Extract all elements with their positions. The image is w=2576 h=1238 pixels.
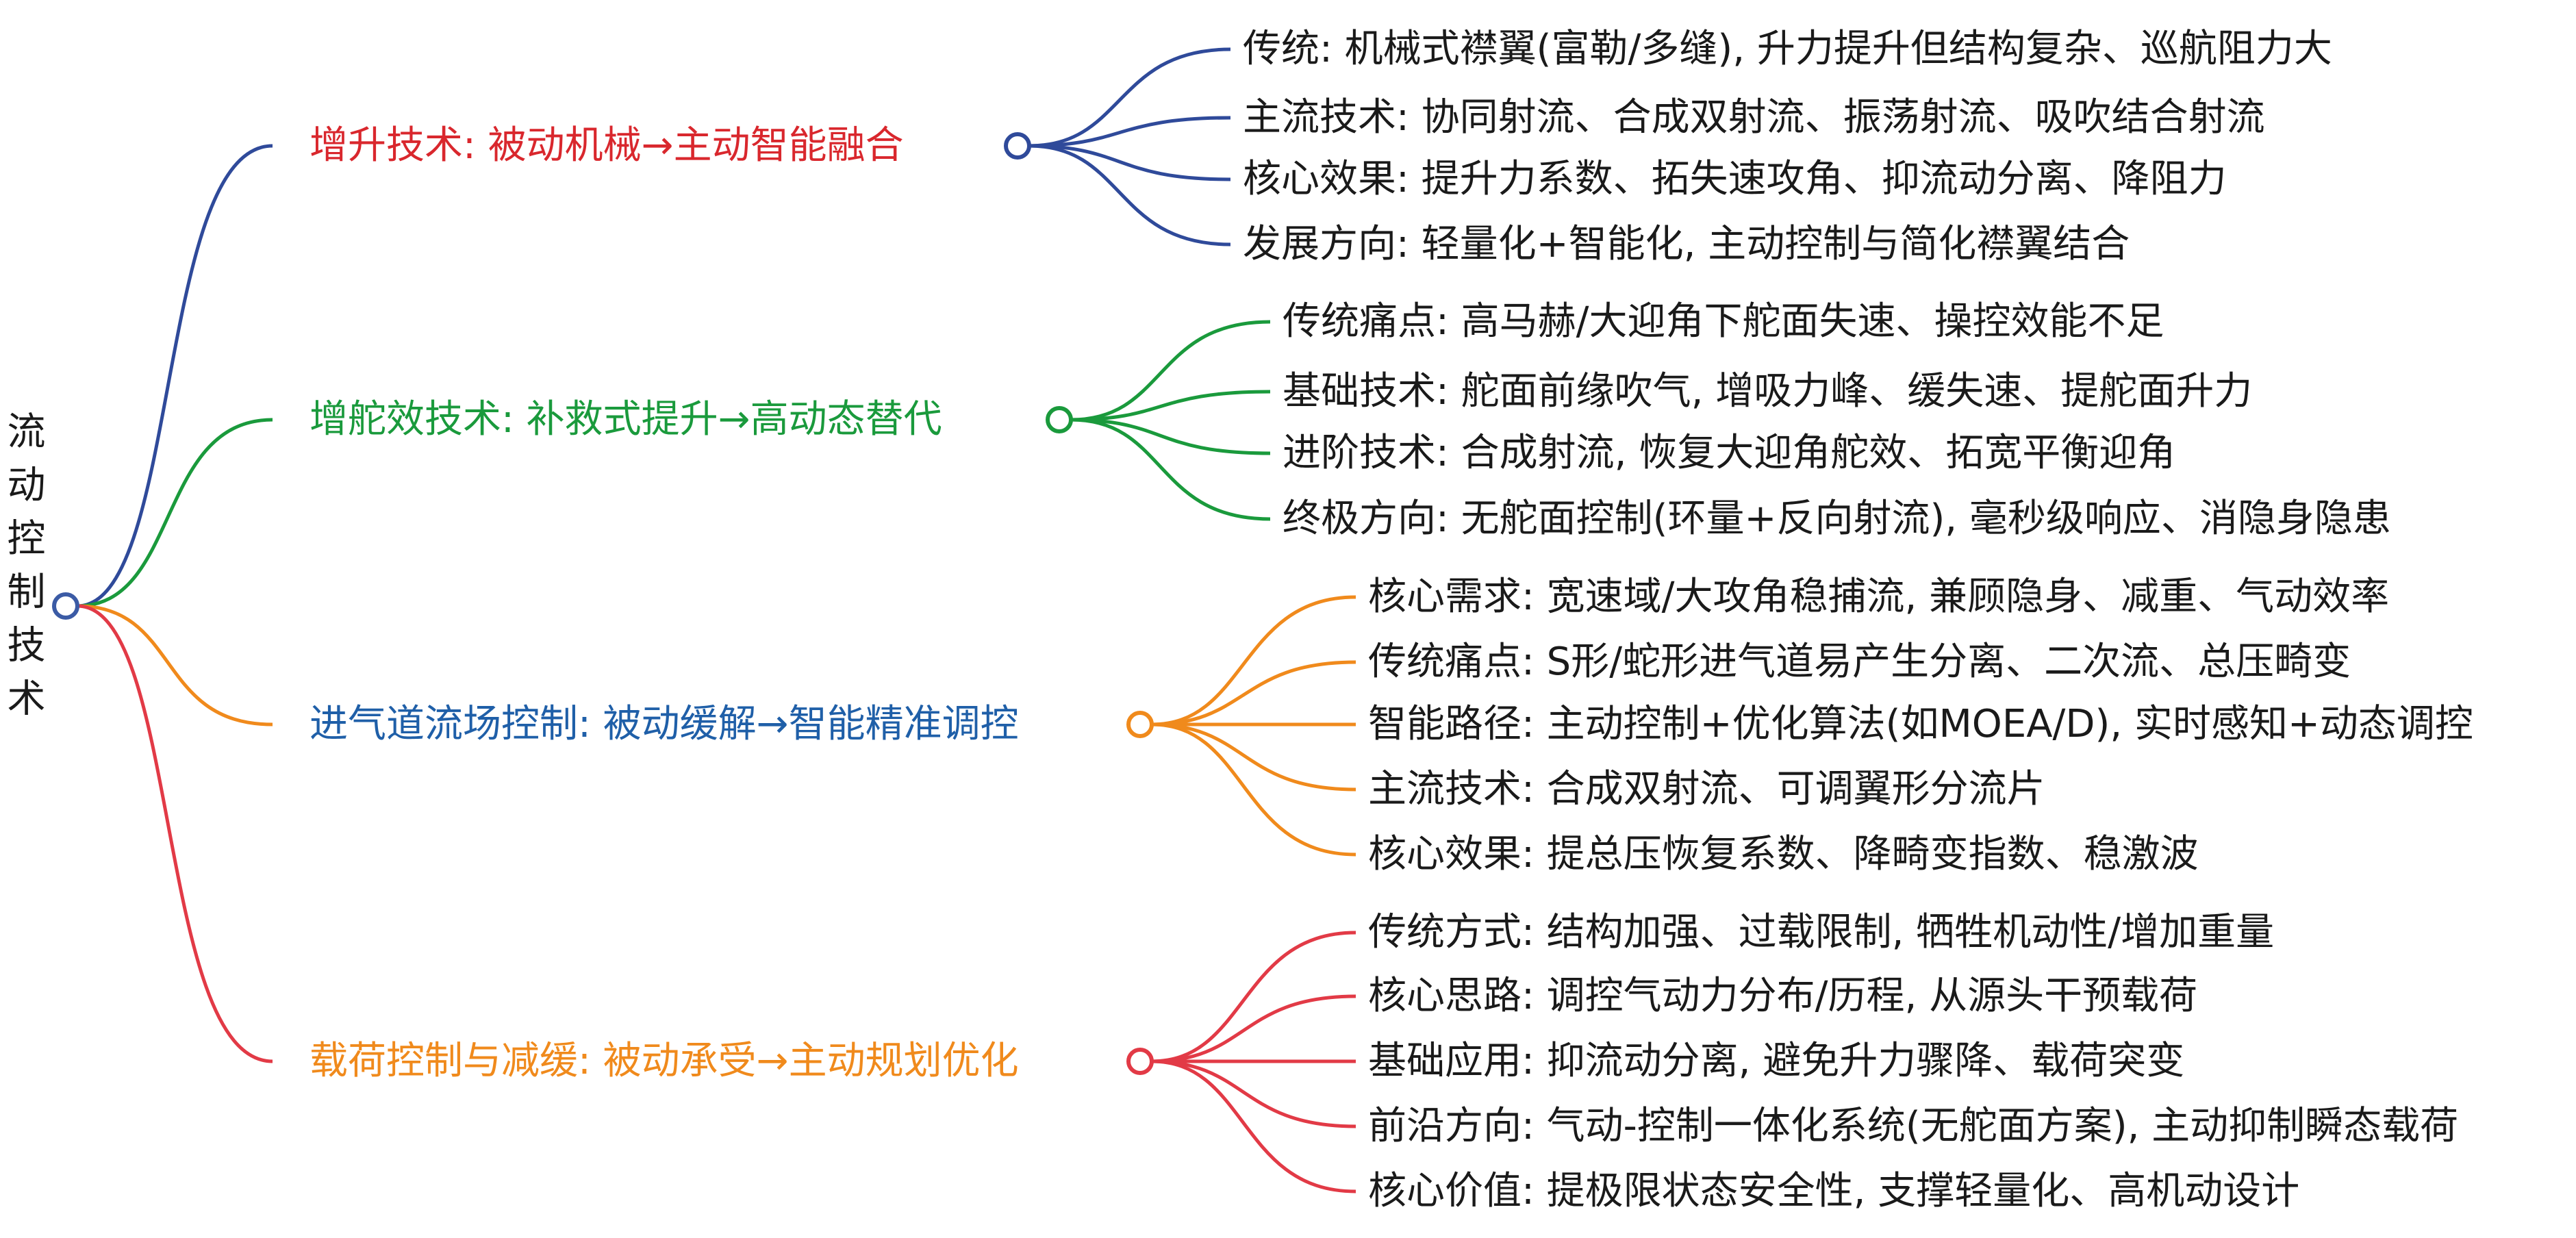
branch-to-leaf-connector — [1070, 390, 1271, 422]
leaf-item: 核心需求: 宽速域/大攻角稳捕流, 兼顾隐身、减重、气动效率 — [1368, 574, 2390, 619]
root-node-circle — [52, 592, 79, 620]
branch-to-leaf-connector — [1070, 418, 1271, 521]
leaf-item: 基础应用: 抑流动分离, 避免升力骤降、载荷突变 — [1368, 1039, 2185, 1083]
branch-label: 进气道流场控制: 被动缓解→智能精准调控 — [310, 702, 1019, 746]
root-node-label: 流动控制技术 — [1, 411, 45, 731]
branch-to-leaf-connector — [1028, 47, 1231, 148]
leaf-item: 传统: 机械式襟翼(富勒/多缝), 升力提升但结构复杂、巡航阻力大 — [1243, 27, 2332, 71]
leaf-item: 传统方式: 结构加强、过载限制, 牺牲机动性/增加重量 — [1368, 910, 2275, 955]
root-to-branch-connector — [77, 604, 273, 1063]
branch-to-leaf-connector — [1070, 320, 1271, 422]
branch-node-circle — [1004, 132, 1031, 160]
leaf-item: 发展方向: 轻量化+智能化, 主动控制与简化襟翼结合 — [1243, 222, 2130, 266]
leaf-item: 智能路径: 主动控制+优化算法(如MOEA/D), 实时感知+动态调控 — [1368, 702, 2473, 746]
leaf-item: 核心价值: 提极限状态安全性, 支撑轻量化、高机动设计 — [1368, 1169, 2300, 1213]
root-to-branch-connector — [77, 144, 273, 608]
branch-to-leaf-connector — [1151, 722, 1356, 857]
leaf-item: 传统痛点: 高马赫/大迎角下舵面失速、操控效能不足 — [1283, 299, 2164, 344]
branch-to-leaf-connector — [1028, 116, 1231, 148]
leaf-item: 主流技术: 合成双射流、可调翼形分流片 — [1368, 767, 2045, 811]
branch-to-leaf-connector — [1151, 660, 1356, 727]
branch-to-leaf-connector — [1151, 931, 1356, 1063]
branch-to-leaf-connector — [1151, 1059, 1356, 1128]
branch-to-leaf-connector — [1028, 144, 1231, 181]
branch-label: 载荷控制与减缓: 被动承受→主动规划优化 — [310, 1039, 1019, 1083]
leaf-item: 终极方向: 无舵面控制(环量+反向射流), 毫秒级响应、消隐身隐患 — [1283, 496, 2391, 541]
root-to-branch-connector — [77, 418, 273, 608]
branch-to-leaf-connector — [1028, 144, 1231, 247]
branch-node-circle — [1046, 406, 1073, 433]
branch-to-leaf-connector — [1151, 994, 1356, 1063]
leaf-item: 核心效果: 提升力系数、拓失速攻角、抑流动分离、降阻力 — [1243, 157, 2227, 201]
branch-node-circle — [1126, 1048, 1154, 1075]
branch-node-circle — [1126, 711, 1154, 738]
leaf-item: 主流技术: 协同射流、合成双射流、振荡射流、吸吹结合射流 — [1243, 95, 2265, 140]
leaf-item: 前沿方向: 气动-控制一体化系统(无舵面方案), 主动抑制瞬态载荷 — [1368, 1104, 2459, 1148]
leaf-item: 核心思路: 调控气动力分布/历程, 从源头干预载荷 — [1368, 974, 2198, 1018]
branch-to-leaf-connector — [1151, 722, 1356, 792]
branch-to-leaf-connector — [1070, 418, 1271, 455]
leaf-item: 基础技术: 舵面前缘吹气, 增吸力峰、缓失速、提舵面升力 — [1283, 369, 2253, 414]
leaf-item: 进阶技术: 合成射流, 恢复大迎角舵效、拓宽平衡迎角 — [1283, 431, 2176, 475]
leaf-item: 核心效果: 提总压恢复系数、降畸变指数、稳激波 — [1368, 832, 2199, 876]
branch-label: 增升技术: 被动机械→主动智能融合 — [310, 123, 904, 168]
branch-to-leaf-connector — [1151, 595, 1356, 727]
root-to-branch-connector — [77, 604, 273, 727]
leaf-item: 传统痛点: S形/蛇形进气道易产生分离、二次流、总压畸变 — [1368, 640, 2351, 684]
branch-to-leaf-connector — [1151, 1059, 1356, 1193]
branch-label: 增舵效技术: 补救式提升→高动态替代 — [310, 397, 942, 442]
